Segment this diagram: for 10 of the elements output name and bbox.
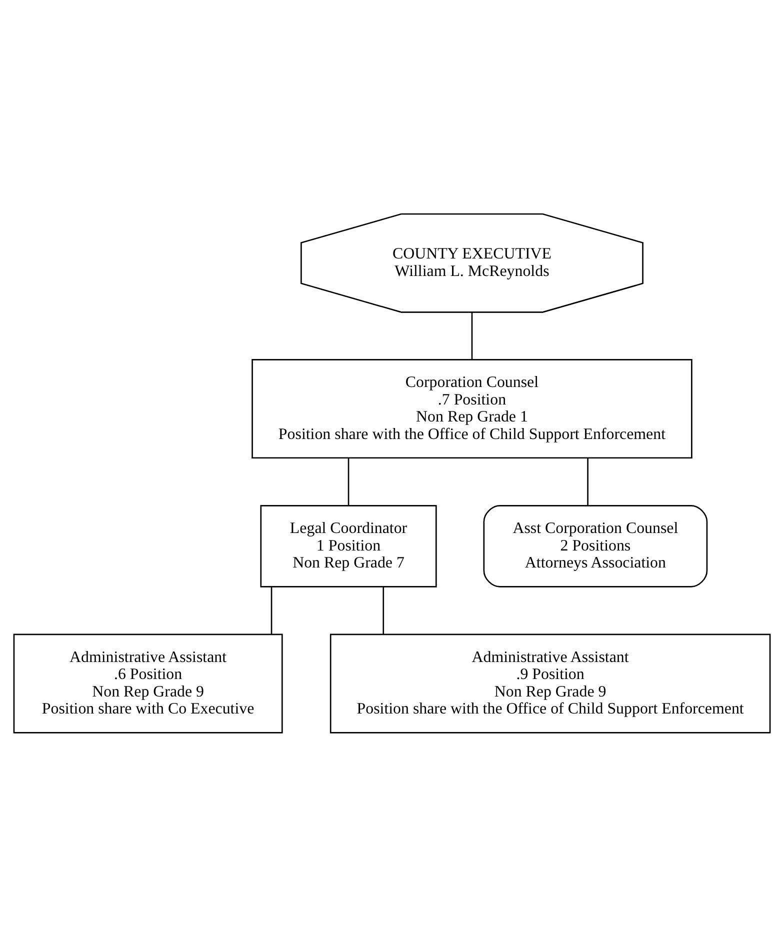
node-box: Administrative Assistant .9 Position Non Rep Grade 9 Position share with the Office of Child Support Enforcement	[330, 633, 771, 733]
connector	[587, 457, 588, 505]
node-box: Asst Corporation Counsel 2 Positions Attorneys Association	[483, 504, 708, 587]
connector	[270, 586, 272, 634]
node-box: Legal Coordinator 1 Position Non Rep Grade 7	[260, 504, 437, 587]
connector	[471, 312, 473, 359]
node-box: Corporation Counsel .7 Position Non Rep Grade 1 Position share with the Office of Child Support Enforcement	[252, 358, 692, 458]
connector	[382, 586, 384, 634]
node-box: Administrative Assistant .6 Position Non Rep Grade 9 Position share with Co Executive	[13, 633, 283, 733]
connector	[348, 457, 350, 505]
